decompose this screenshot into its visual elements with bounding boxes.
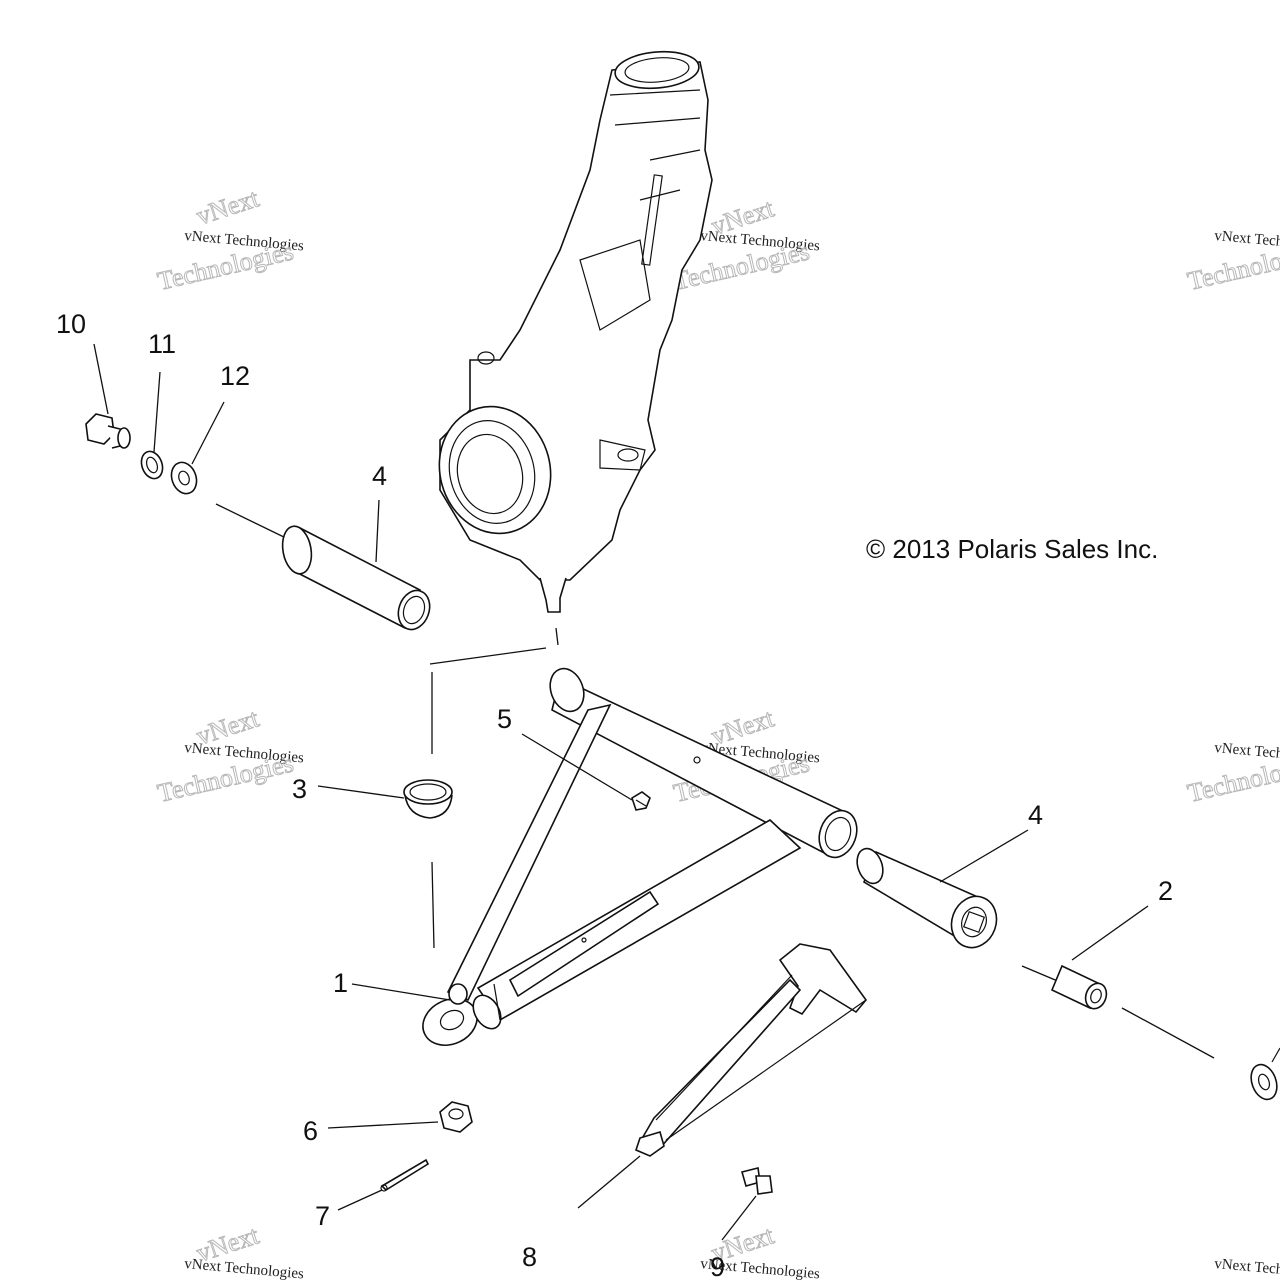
ball-joint-cap: [403, 779, 453, 819]
callout-8: 8: [522, 1242, 537, 1272]
lock-washer: [140, 450, 164, 480]
watermark-top-left: vNext vNext Technologies Technologies: [154, 183, 304, 297]
flat-washer: [170, 461, 198, 495]
cotter-pin: [380, 1158, 430, 1192]
callout-7: 7: [315, 1201, 330, 1231]
leader-lines: [93, 343, 1149, 1211]
a-arm: [422, 667, 858, 1046]
callout-3: 3: [292, 774, 307, 804]
pivot-tube-lower: [856, 847, 998, 949]
callout-2: 2: [1158, 876, 1173, 906]
callout-4-upper: 4: [372, 461, 387, 491]
watermark-line1: vNext: [193, 183, 263, 230]
watermark-line2: vNext Technologies: [1214, 1256, 1280, 1280]
assembly-lines: [429, 647, 547, 949]
copyright-notice: © 2013 Polaris Sales Inc.: [866, 534, 1158, 564]
callout-12: 12: [220, 361, 250, 391]
watermark-bottom-right: vNext Technologies: [1214, 1256, 1280, 1280]
callout-11: 11: [148, 329, 176, 359]
bushing-sleeve: [1021, 964, 1215, 1059]
steering-knuckle: [438, 50, 713, 646]
edge-washer: [1250, 1047, 1280, 1101]
watermark-mid-right: vNext Technologies Technologies: [1184, 740, 1280, 808]
callout-9: 9: [710, 1252, 725, 1280]
callouts: 10 11 12 4 5 3 4 2 1 6 7 8 9: [56, 309, 1173, 1280]
watermark-mid-left: vNext vNext Technologies Technologies: [154, 703, 304, 809]
guard-bolt: [721, 1167, 773, 1241]
watermark-top-right: vNext Technologies Technologies: [1184, 228, 1280, 296]
callout-6: 6: [303, 1116, 318, 1146]
pivot-tube-upper: [215, 503, 431, 631]
a-arm-guard: [577, 943, 868, 1209]
grease-fitting: [631, 791, 651, 811]
callout-1: 1: [333, 968, 348, 998]
flange-bolt: [85, 413, 131, 449]
castle-nut: [439, 1101, 473, 1133]
callout-4-lower: 4: [1028, 800, 1043, 830]
watermark-bottom-left: vNext vNext Technologies: [184, 1220, 305, 1280]
callout-5: 5: [497, 704, 512, 734]
watermark-line2: vNext Technologies: [184, 1256, 305, 1280]
callout-10: 10: [56, 309, 86, 339]
